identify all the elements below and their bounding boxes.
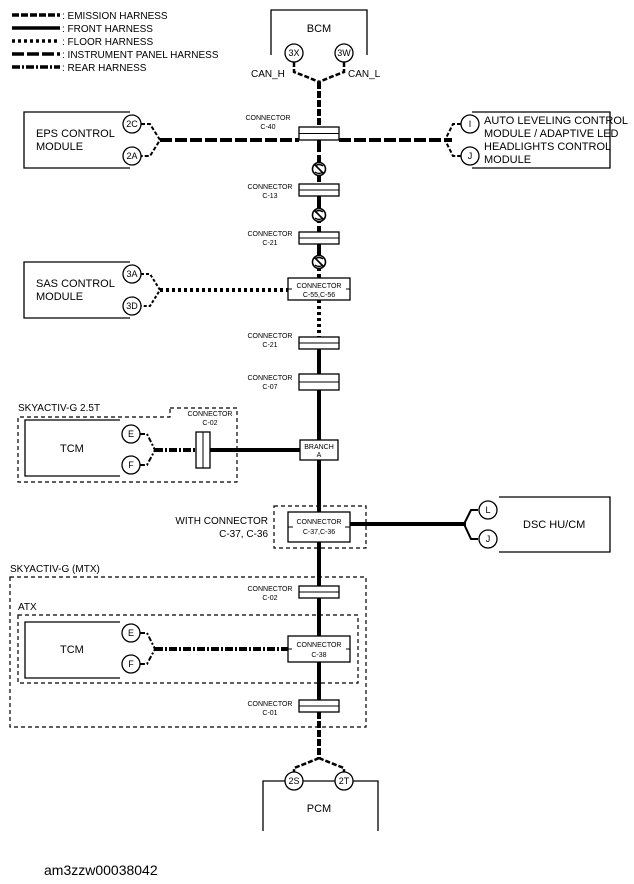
sas-pin-3d: 3D <box>126 301 138 311</box>
auto-leveling-label-line3: HEADLIGHTS CONTROL <box>484 141 611 153</box>
connector-id: C-55,C-56 <box>303 292 335 299</box>
eps-pin-2a: 2A <box>126 151 137 161</box>
sas-wire <box>141 273 288 307</box>
legend-label: : REAR HARNESS <box>62 63 147 74</box>
can-l-label: CAN_L <box>348 69 381 80</box>
connector-c55-c56: CONNECTOR C-55,C-56 <box>287 277 351 301</box>
connector-id: C-02 <box>262 595 277 602</box>
connector-label: CONNECTOR <box>246 115 291 122</box>
eps-label-line2: MODULE <box>36 141 83 153</box>
can-h-label: CAN_H <box>251 69 285 80</box>
tcm-atx-label: TCM <box>60 644 84 656</box>
connector-id: C-40 <box>260 124 275 131</box>
skyactiv-25t-group: SKYACTIV-G 2.5T TCM E F CONNECTOR C-02 <box>17 403 238 483</box>
connector-label: CONNECTOR <box>297 519 342 526</box>
connector-c40: CONNECTOR C-40 <box>246 115 340 141</box>
dsc-pin-j: J <box>486 534 491 544</box>
pcm-label: PCM <box>307 803 331 815</box>
dsc-hu-cm-module: L J DSC HU/CM <box>478 496 611 553</box>
tcm-25t-pin-f: F <box>128 460 134 470</box>
legend-label: : INSTRUMENT PANEL HARNESS <box>62 50 219 61</box>
bcm-pin-3w: 3W <box>337 48 351 58</box>
connector-id: C-01 <box>262 710 277 717</box>
pcm-module: 2S 2T PCM <box>262 756 379 831</box>
sas-control-module: SAS CONTROL MODULE 3A 3D <box>23 261 142 319</box>
sas-pin-3a: 3A <box>126 269 137 279</box>
connector-c07: CONNECTOR C-07 <box>248 373 340 391</box>
branch-a: BRANCH A <box>299 439 339 461</box>
with-connector-group: WITH CONNECTOR C-37, C-36 CONNECTOR C-37… <box>175 505 367 549</box>
connector-label: CONNECTOR <box>297 642 342 649</box>
connector-c21-lower: CONNECTOR C-21 <box>248 333 340 350</box>
with-connector-label-line1: WITH CONNECTOR <box>175 516 268 527</box>
group-label-skyactiv-25t: SKYACTIV-G 2.5T <box>18 403 100 414</box>
tcm-25t-label: TCM <box>60 443 84 455</box>
with-connector-label-line2: C-37, C-36 <box>219 529 268 540</box>
connector-label: CONNECTOR <box>297 283 342 290</box>
sas-label-line1: SAS CONTROL <box>36 278 115 290</box>
connector-label: CONNECTOR <box>248 701 293 708</box>
dsc-wire <box>350 509 478 540</box>
connector-label: CONNECTOR <box>248 586 293 593</box>
bcm-pin-3x: 3X <box>288 48 299 58</box>
skyactiv-mtx-group: SKYACTIV-G (MTX) CONNECTOR C-02 ATX TCM … <box>9 564 367 728</box>
tcm-atx-pin-f: F <box>128 659 134 669</box>
connector-c21-upper: CONNECTOR C-21 <box>248 231 340 247</box>
legend-item-emission: : EMISSION HARNESS <box>12 11 168 22</box>
auto-leveling-label-line4: MODULE <box>484 154 531 166</box>
group-label-skyactiv-mtx: SKYACTIV-G (MTX) <box>10 564 100 575</box>
legend: : EMISSION HARNESS : FRONT HARNESS : FLO… <box>12 11 219 74</box>
eps-pin-2c: 2C <box>126 119 138 129</box>
auto-leveling-pin-i: I <box>469 119 472 129</box>
connector-label: CONNECTOR <box>248 231 293 238</box>
connector-label: CONNECTOR <box>248 184 293 191</box>
auto-leveling-pin-j: J <box>468 151 473 161</box>
eps-label-line1: EPS CONTROL <box>36 128 115 140</box>
connector-id: C-21 <box>262 240 277 247</box>
sas-label-line2: MODULE <box>36 291 83 303</box>
eps-control-module: EPS CONTROL MODULE 2C 2A <box>23 111 142 169</box>
legend-label: : FRONT HARNESS <box>62 24 153 35</box>
connector-id: C-13 <box>262 193 277 200</box>
branch-id: A <box>317 452 322 459</box>
connector-id: C-07 <box>262 384 277 391</box>
legend-label: : EMISSION HARNESS <box>62 11 168 22</box>
legend-item-front: : FRONT HARNESS <box>12 24 153 35</box>
connector-label: CONNECTOR <box>248 333 293 340</box>
pcm-pin-2t: 2T <box>339 776 350 786</box>
connector-id: C-38 <box>311 652 326 659</box>
auto-leveling-wire <box>339 123 461 157</box>
figure-id: am3zzw00038042 <box>44 862 158 878</box>
group-label-atx: ATX <box>18 602 37 613</box>
connector-c13: CONNECTOR C-13 <box>248 183 340 200</box>
branch-label: BRANCH <box>304 444 334 451</box>
bcm-label: BCM <box>307 23 331 35</box>
eps-wire <box>141 123 299 157</box>
auto-leveling-control-module: I J AUTO LEVELING CONTROL MODULE / ADAPT… <box>460 111 628 169</box>
legend-item-instrument-panel: : INSTRUMENT PANEL HARNESS <box>12 50 219 61</box>
bcm-module: BCM 3X 3W CAN_H CAN_L <box>251 9 381 84</box>
connector-id: C-37,C-36 <box>303 529 335 536</box>
legend-item-rear: : REAR HARNESS <box>12 63 147 74</box>
legend-label: : FLOOR HARNESS <box>62 37 153 48</box>
connector-id: C-21 <box>262 342 277 349</box>
pcm-pin-2s: 2S <box>288 776 299 786</box>
connector-label: CONNECTOR <box>188 411 233 418</box>
connector-label: CONNECTOR <box>248 375 293 382</box>
legend-item-floor: : FLOOR HARNESS <box>12 37 153 48</box>
tcm-25t-pin-e: E <box>128 429 134 439</box>
dsc-label: DSC HU/CM <box>523 519 585 531</box>
auto-leveling-label-line1: AUTO LEVELING CONTROL <box>484 115 628 127</box>
dsc-pin-l: L <box>485 505 490 515</box>
tcm-atx-pin-e: E <box>128 628 134 638</box>
auto-leveling-label-line2: MODULE / ADAPTIVE LED <box>484 128 619 140</box>
connector-id: C-02 <box>202 420 217 427</box>
